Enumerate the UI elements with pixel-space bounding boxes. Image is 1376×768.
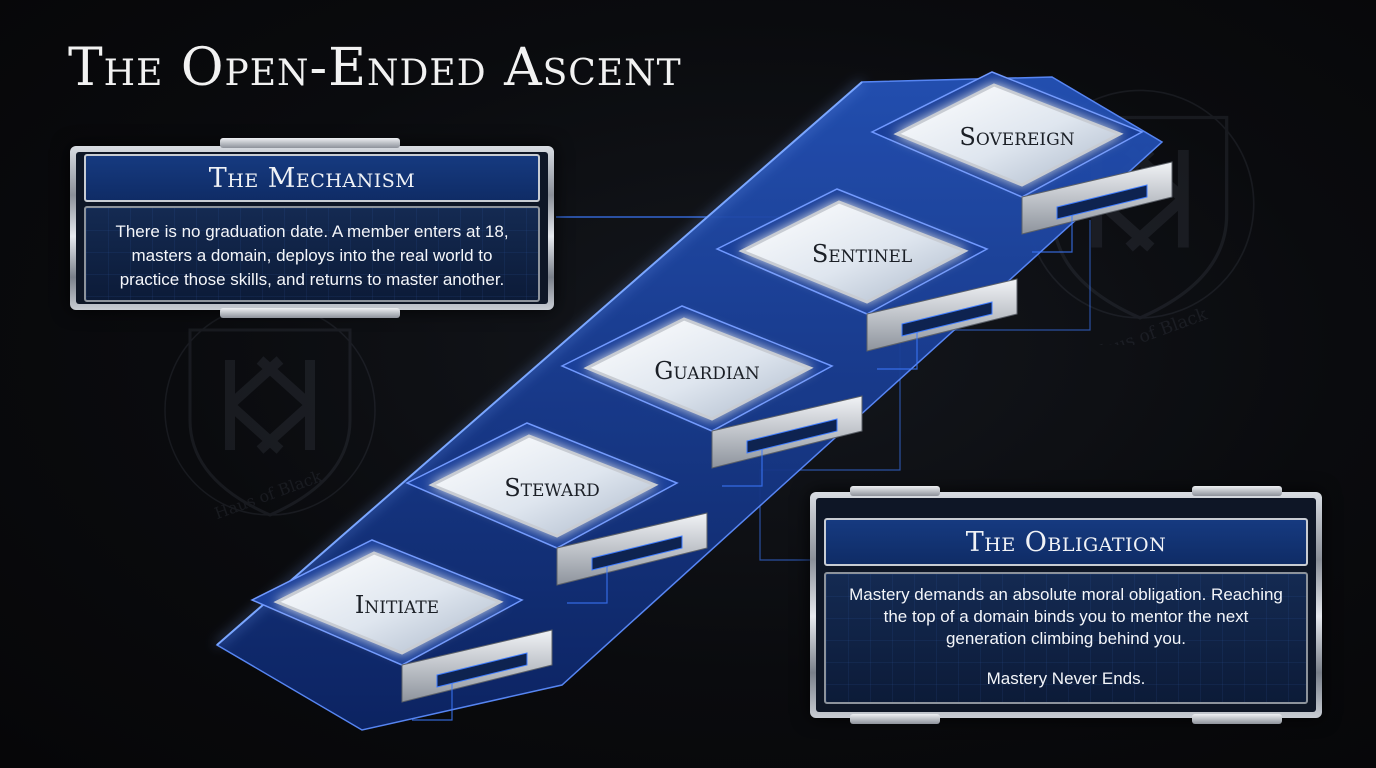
step-tile — [893, 83, 1124, 187]
circuit-line — [877, 332, 918, 370]
step-label: Steward — [504, 474, 600, 502]
step-label: Sovereign — [959, 123, 1074, 151]
circuit-line — [412, 683, 453, 721]
panel-tab — [1192, 486, 1282, 496]
mechanism-body: There is no graduation date. A member en… — [84, 206, 540, 302]
rail-glow-line — [216, 81, 863, 646]
step-light-slot — [591, 535, 683, 571]
mechanism-header: The Mechanism — [84, 154, 540, 202]
obligation-heading: The Obligation — [965, 526, 1167, 558]
circuit-line — [1032, 215, 1073, 253]
obligation-body: Mastery demands an absolute moral obliga… — [824, 572, 1308, 704]
obligation-header: The Obligation — [824, 518, 1308, 566]
panel-tab — [850, 486, 940, 496]
step-label: Guardian — [654, 357, 760, 385]
circuit-line — [722, 449, 763, 487]
obligation-panel: The Obligation Mastery demands an absolu… — [810, 486, 1322, 724]
shield-icon — [164, 304, 376, 517]
connector-obligation — [759, 220, 1091, 561]
obligation-text: Mastery demands an absolute moral obliga… — [849, 585, 1283, 648]
stair-step-initiate: Initiate — [250, 539, 553, 721]
step-tile — [738, 200, 969, 304]
mechanism-panel: The Mechanism There is no graduation dat… — [70, 138, 554, 318]
circuit-line — [567, 566, 608, 604]
page-title: The Open-Ended Ascent — [68, 38, 682, 98]
step-tile — [273, 551, 504, 655]
mechanism-text: There is no graduation date. A member en… — [115, 222, 509, 289]
watermark-crest-left: Haus of Black — [164, 304, 376, 523]
step-light-slot — [746, 418, 838, 454]
step-label: Sentinel — [812, 240, 912, 268]
panel-tab — [220, 308, 400, 318]
step-tile — [583, 317, 814, 421]
stair-step-steward: Steward — [405, 422, 708, 604]
stair-step-guardian: Guardian — [560, 305, 863, 487]
step-light-slot — [901, 301, 993, 337]
panel-tab — [1192, 714, 1282, 724]
step-tile — [428, 434, 659, 538]
stair-step-sentinel: Sentinel — [715, 188, 1018, 370]
step-light-slot — [436, 652, 528, 688]
panel-tab — [220, 138, 400, 148]
stair-step-sovereign: Sovereign — [870, 71, 1173, 253]
obligation-tagline: Mastery Never Ends. — [986, 669, 1146, 688]
step-label: Initiate — [355, 591, 439, 619]
mechanism-heading: The Mechanism — [208, 162, 416, 194]
step-light-slot — [1056, 184, 1148, 220]
panel-tab — [850, 714, 940, 724]
